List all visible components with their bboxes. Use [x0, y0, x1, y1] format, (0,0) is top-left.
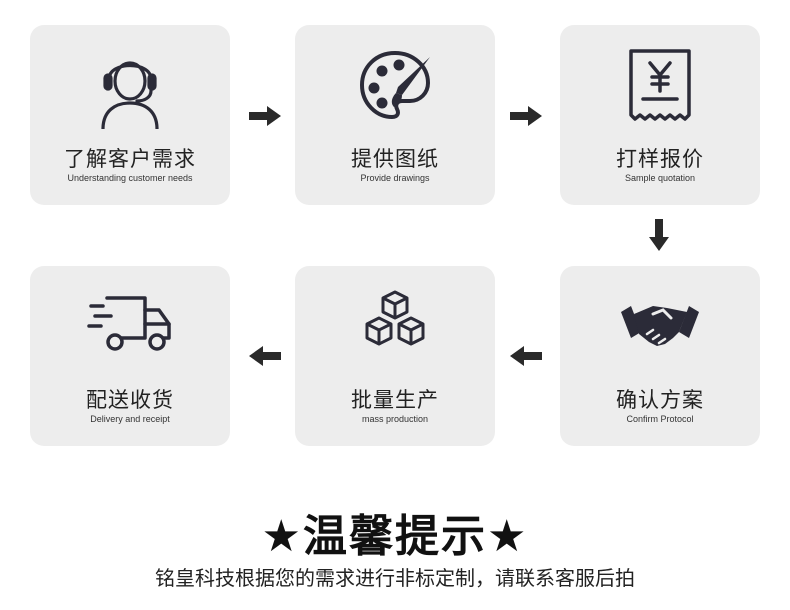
handshake-icon	[617, 284, 703, 370]
palette-icon	[352, 43, 438, 129]
delivery-truck-icon	[87, 284, 173, 370]
arrow-left-icon	[249, 346, 281, 366]
step-title: 了解客户需求	[64, 147, 196, 171]
customer-service-icon	[87, 43, 173, 129]
step-card-provide-drawings: 提供图纸 Provide drawings	[295, 25, 495, 205]
notice-text: 铭皇科技根据您的需求进行非标定制，请联系客服后拍	[155, 566, 635, 590]
step-title: 批量生产	[351, 388, 439, 412]
notice-title: ★温馨提示★	[261, 511, 529, 562]
arrow-right-icon	[510, 106, 542, 126]
step-subtitle: Delivery and receipt	[90, 414, 170, 424]
step-subtitle: Sample quotation	[624, 173, 696, 183]
step-subtitle: mass production	[361, 414, 429, 424]
boxes-icon	[352, 284, 438, 370]
arrow-left-icon	[510, 346, 542, 366]
step-title: 确认方案	[616, 388, 704, 412]
step-title: 提供图纸	[351, 147, 439, 171]
step-subtitle: Confirm Protocol	[626, 414, 694, 424]
step-title: 打样报价	[616, 147, 704, 171]
step-title: 配送收货	[86, 388, 174, 412]
step-card-delivery-receipt: 配送收货 Delivery and receipt	[30, 266, 230, 446]
step-subtitle: Provide drawings	[360, 173, 430, 183]
step-card-understand-needs: 了解客户需求 Understanding customer needs	[30, 25, 230, 205]
receipt-yen-icon	[617, 43, 703, 129]
arrow-down-icon	[649, 219, 669, 251]
step-card-confirm-protocol: 确认方案 Confirm Protocol	[560, 266, 760, 446]
step-subtitle: Understanding customer needs	[67, 173, 193, 183]
arrow-right-icon	[249, 106, 281, 126]
step-card-mass-production: 批量生产 mass production	[295, 266, 495, 446]
step-card-sample-quotation: 打样报价 Sample quotation	[560, 25, 760, 205]
